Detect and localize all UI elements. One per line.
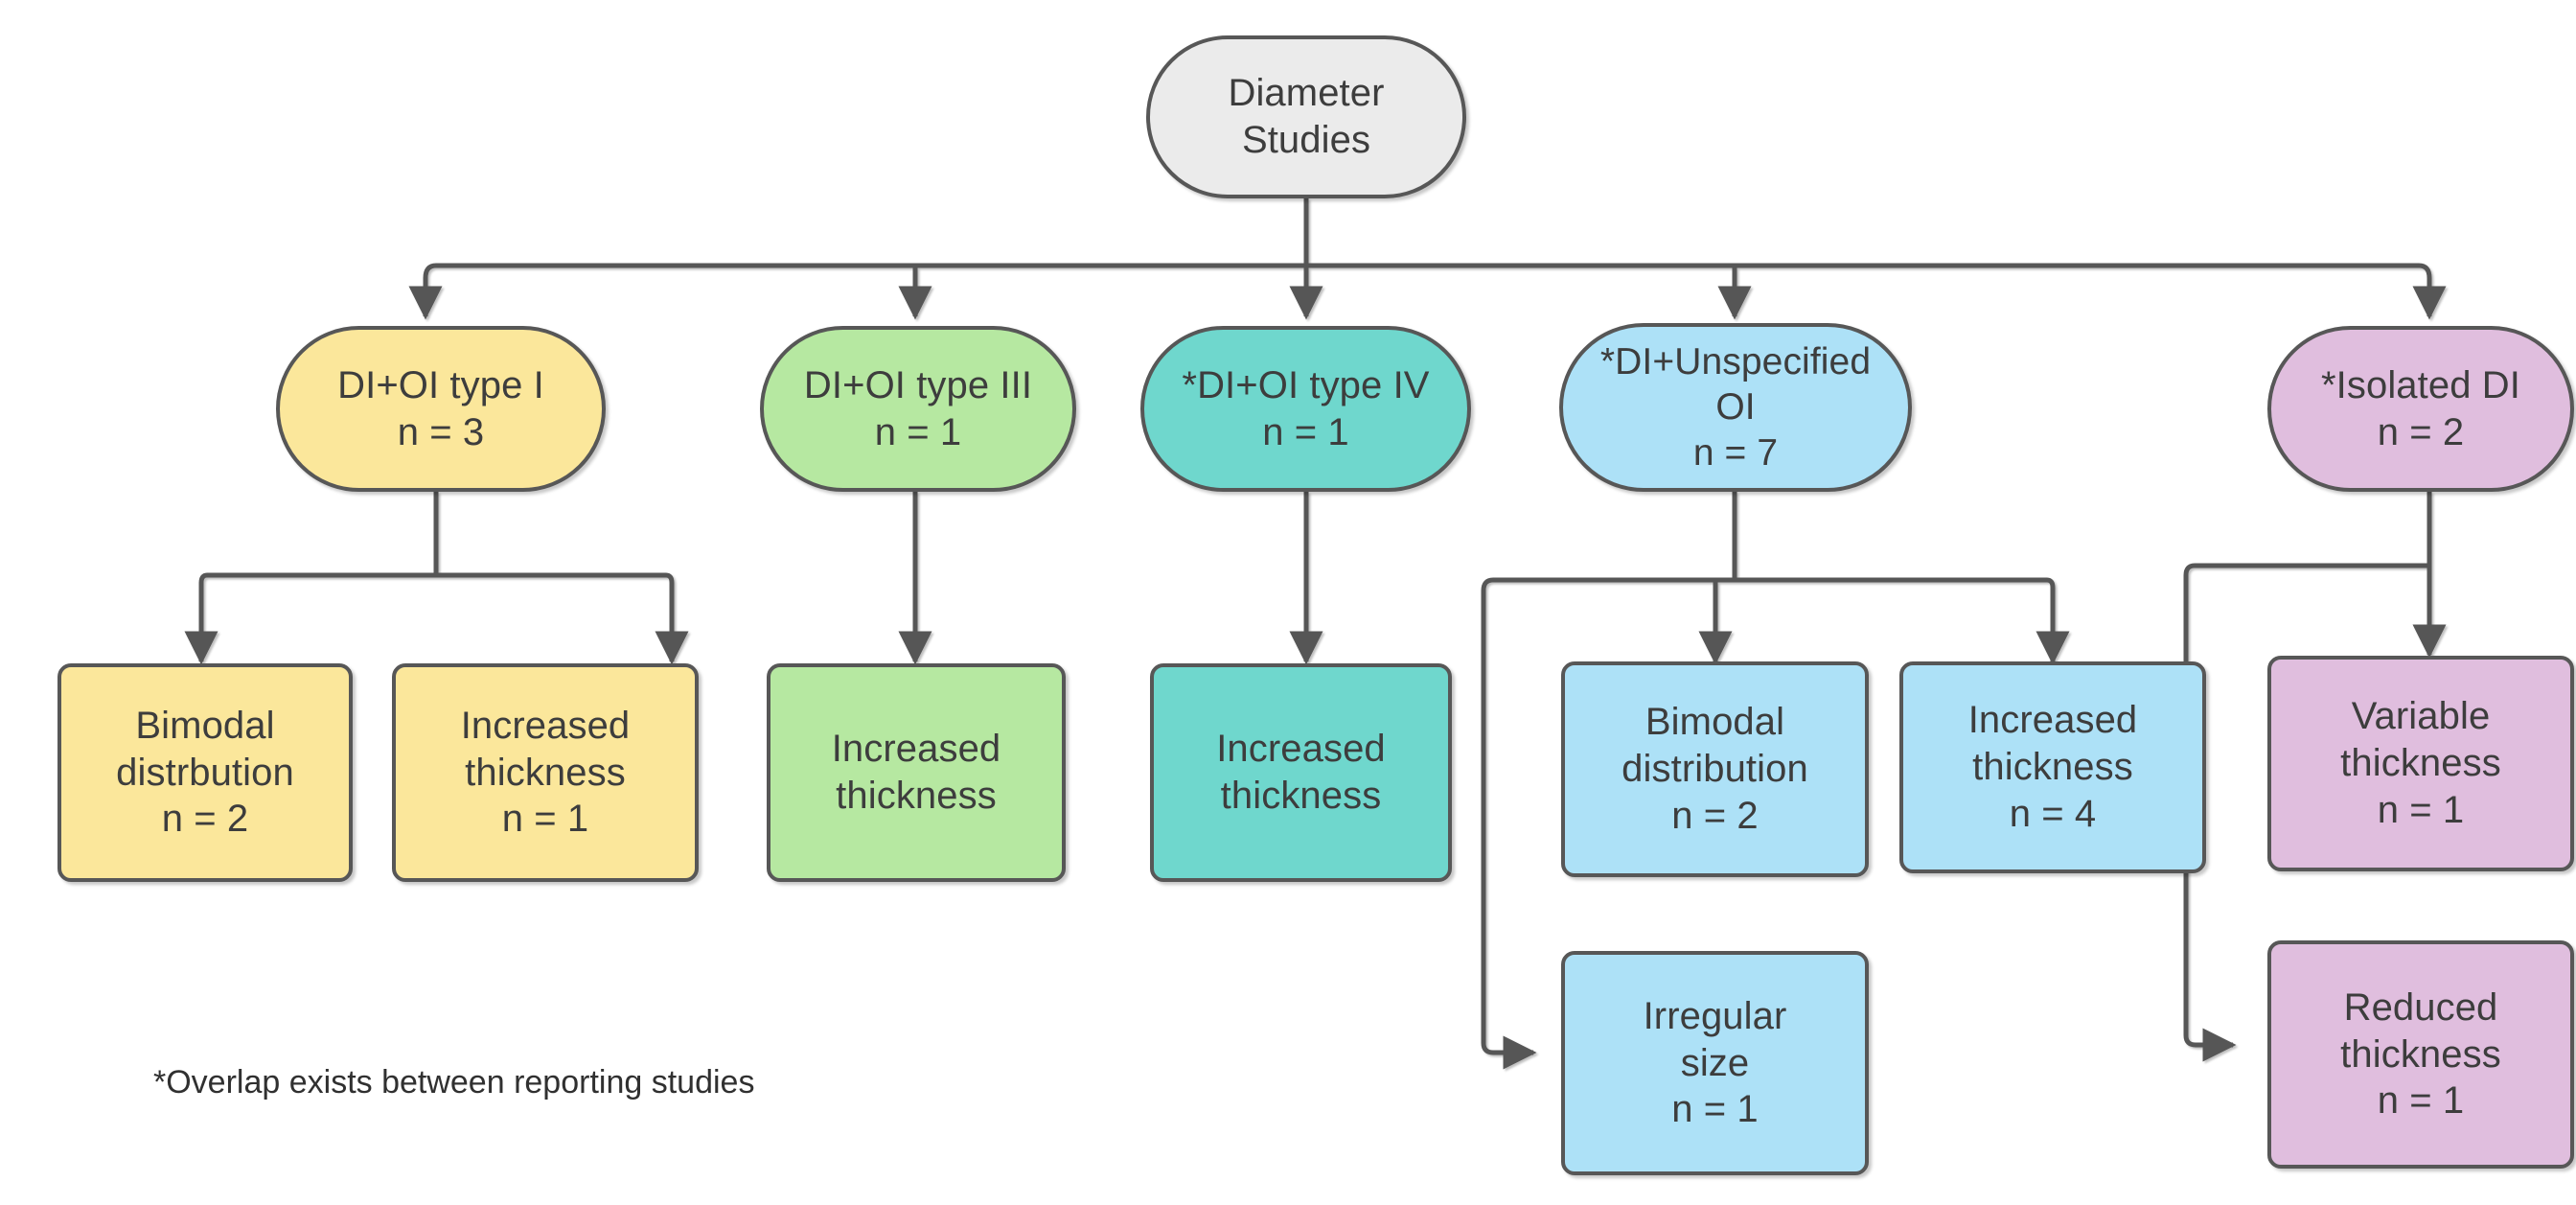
node-line-3: n = 1 [501,798,589,841]
edge-unspecified-to-increased [2036,577,2070,665]
node-line-3: n = 2 [1671,794,1759,837]
node-line-1: Variable [2351,695,2491,738]
node-line-2: thickness [2340,1032,2501,1076]
node-bimodal-distrbution-yellow[interactable]: Bimodal distrbution n = 2 [58,663,353,882]
edge-typei-to-increased [655,572,689,665]
node-line-1: Increased [460,704,631,747]
node-line-1: Irregular [1643,994,1787,1037]
node-line-1: *Isolated DI [2321,363,2520,406]
node-increased-thickness-teal[interactable]: Increased thickness [1150,663,1452,882]
node-line-2: distribution [1622,748,1808,791]
node-increased-thickness-blue[interactable]: Increased thickness n = 4 [1899,661,2206,873]
node-line-3: n = 7 [1692,431,1779,474]
node-line-2: thickness [2340,742,2501,785]
node-isolated-di[interactable]: *Isolated DI n = 2 [2267,326,2574,492]
node-line-3: n = 1 [2377,788,2465,831]
edge-unspecified-to-irregular [1481,577,1537,1070]
node-line-2: OI [1715,386,1756,429]
node-line-1: Increased [831,728,1001,771]
node-line-2: n = 3 [397,410,485,453]
node-line-2: Studies [1241,119,1371,161]
node-di-oi-type-iv[interactable]: *DI+OI type IV n = 1 [1140,326,1471,492]
node-line-3: n = 1 [1671,1088,1759,1131]
node-bimodal-distribution-blue[interactable]: Bimodal distribution n = 2 [1561,661,1869,877]
node-line-1: Reduced [2343,985,2498,1029]
node-line-2: n = 1 [1262,410,1349,453]
node-line-2: thickness [836,775,997,817]
node-line-2: size [1680,1041,1750,1084]
node-line-1: Bimodal [1644,701,1785,744]
node-line-2: n = 1 [874,410,962,453]
node-line-1: *DI+OI type IV [1182,363,1430,406]
node-line-1: DI+OI type I [337,363,544,406]
node-line-1: Increased [1216,728,1386,771]
edge-bus-to-typei [408,263,443,320]
edge-bus-to-isolated [2412,263,2447,320]
node-reduced-thickness[interactable]: Reduced thickness n = 1 [2267,940,2574,1169]
node-line-2: thickness [1220,775,1382,817]
node-line-1: DI+OI type III [803,363,1033,406]
node-increased-thickness-green[interactable]: Increased thickness [767,663,1066,882]
node-di-oi-type-iii[interactable]: DI+OI type III n = 1 [760,326,1076,492]
node-diameter-studies[interactable]: Diameter Studies [1146,35,1466,198]
node-line-1: Bimodal [135,704,275,747]
edge-typei-to-bimodal [184,572,218,665]
node-line-1: Diameter [1228,72,1385,115]
node-line-2: thickness [465,751,626,794]
node-line-1: *DI+Unspecified [1599,340,1872,382]
node-line-3: n = 2 [161,798,249,841]
node-di-unspecified-oi[interactable]: *DI+Unspecified OI n = 7 [1559,323,1912,492]
footnote-overlap-note: *Overlap exists between reporting studie… [153,1064,755,1101]
node-variable-thickness[interactable]: Variable thickness n = 1 [2267,656,2574,871]
node-line-1: Increased [1967,699,2138,742]
node-line-2: thickness [1972,746,2133,789]
node-line-3: n = 4 [2009,792,2097,835]
node-line-3: n = 1 [2377,1079,2465,1123]
node-line-2: n = 2 [2377,410,2465,453]
node-line-2: distrbution [116,751,294,794]
node-di-oi-type-i[interactable]: DI+OI type I n = 3 [276,326,606,492]
node-increased-thickness-yellow[interactable]: Increased thickness n = 1 [392,663,699,882]
node-irregular-size[interactable]: Irregular size n = 1 [1561,951,1869,1175]
